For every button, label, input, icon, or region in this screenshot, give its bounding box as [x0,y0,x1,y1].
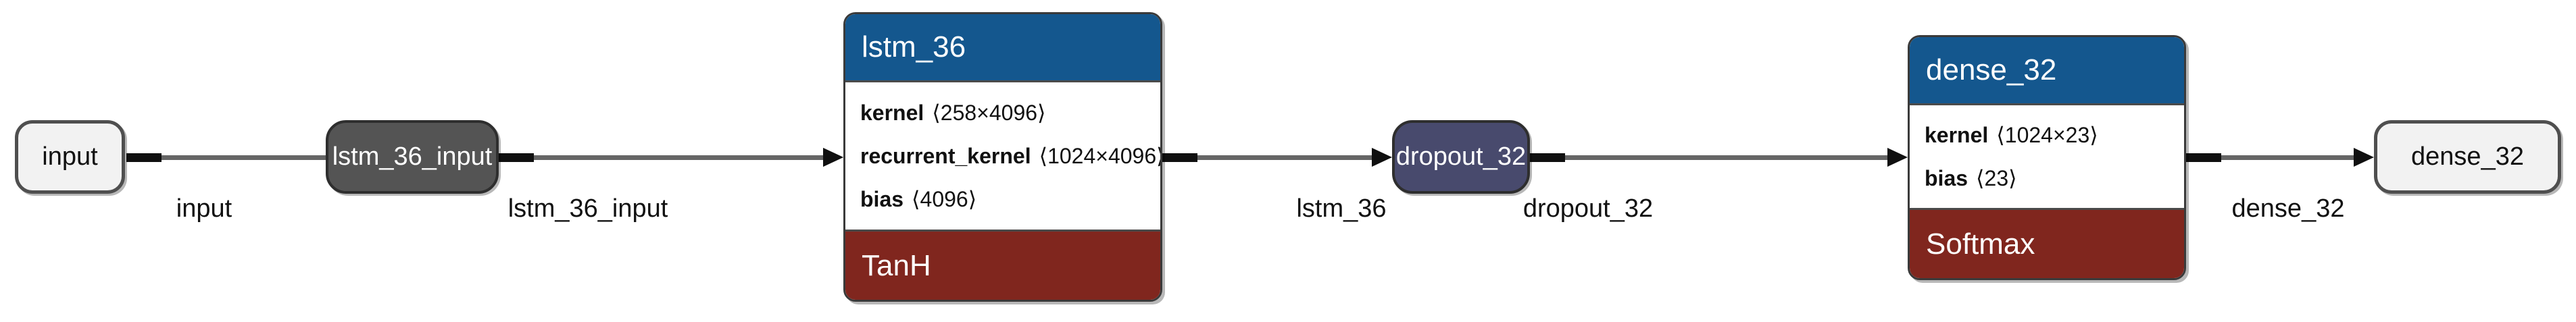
node-dropout-32-label: dropout_32 [1395,142,1527,171]
edge-wire [2186,155,2356,160]
lstm-36-activation: TanH [845,230,1160,300]
dense-32-params: kernel ⟨1024×23⟩ bias ⟨23⟩ [1910,105,2184,208]
param-shape: ⟨258×4096⟩ [932,101,1046,125]
edge-wire [1162,155,1374,160]
dense-32-activation: Softmax [1910,208,2184,278]
param-name: kernel [860,101,924,125]
edge-wire [499,155,826,160]
edge-label-lstm-36: lstm_36 [1296,194,1387,223]
node-lstm-36[interactable]: lstm_36 kernel ⟨258×4096⟩ recurrent_kerne… [843,12,1162,302]
param-shape: ⟨4096⟩ [912,187,977,211]
param-name: recurrent_kernel [860,144,1031,168]
param-name: bias [860,187,904,211]
edge-wire [1530,155,1890,160]
param-row-kernel: kernel ⟨258×4096⟩ [860,100,1160,126]
node-output-dense-32[interactable]: dense_32 [2374,120,2561,194]
arrowhead-icon [2354,148,2374,167]
param-shape: ⟨1024×23⟩ [1996,123,2098,148]
edge-label-input: input [176,194,232,223]
activation-label: TanH [862,248,931,282]
edge-stub [126,153,162,162]
param-name: kernel [1925,123,1989,148]
edge-label-dropout-32: dropout_32 [1522,194,1654,223]
node-lstm-36-input[interactable]: lstm_36_input [326,120,499,194]
edge-label-lstm-36-input: lstm_36_input [507,194,668,223]
lstm-36-title: lstm_36 [862,30,966,63]
edge-lstm36input-to-lstm36 [499,148,843,167]
edge-dropout32-to-dense32 [1530,148,1908,167]
activation-label: Softmax [1926,227,2035,261]
node-output-label: dense_32 [2411,142,2524,171]
param-shape: ⟨23⟩ [1976,165,2017,190]
edge-stub [2186,153,2221,162]
param-shape: ⟨1024×4096⟩ [1039,144,1162,168]
edge-label-dense-32: dense_32 [2231,194,2345,223]
dense-32-title: dense_32 [1926,53,2057,86]
edge-stub [499,153,534,162]
param-row-bias: bias ⟨23⟩ [1925,165,2184,191]
edge-dense32-to-output [2186,148,2374,167]
node-input[interactable]: input [15,120,125,194]
edge-lstm36-to-dropout32 [1162,148,1392,167]
arrowhead-icon [1372,148,1392,167]
node-lstm-36-input-label: lstm_36_input [332,142,493,171]
dense-32-header: dense_32 [1910,37,2184,105]
edge-stub [1530,153,1565,162]
param-row-kernel: kernel ⟨1024×23⟩ [1925,122,2184,148]
param-row-recurrent-kernel: recurrent_kernel ⟨1024×4096⟩ [860,143,1160,169]
arrowhead-icon [1887,148,1908,167]
node-dropout-32[interactable]: dropout_32 [1392,120,1530,194]
node-input-label: input [42,142,98,171]
lstm-36-header: lstm_36 [845,14,1160,82]
arrowhead-icon [823,148,843,167]
edge-stub [1162,153,1197,162]
node-dense-32[interactable]: dense_32 kernel ⟨1024×23⟩ bias ⟨23⟩ Softma… [1908,35,2186,280]
param-row-bias: bias ⟨4096⟩ [860,186,1160,212]
param-name: bias [1925,165,1968,190]
lstm-36-params: kernel ⟨258×4096⟩ recurrent_kernel ⟨1024×4… [845,82,1160,230]
